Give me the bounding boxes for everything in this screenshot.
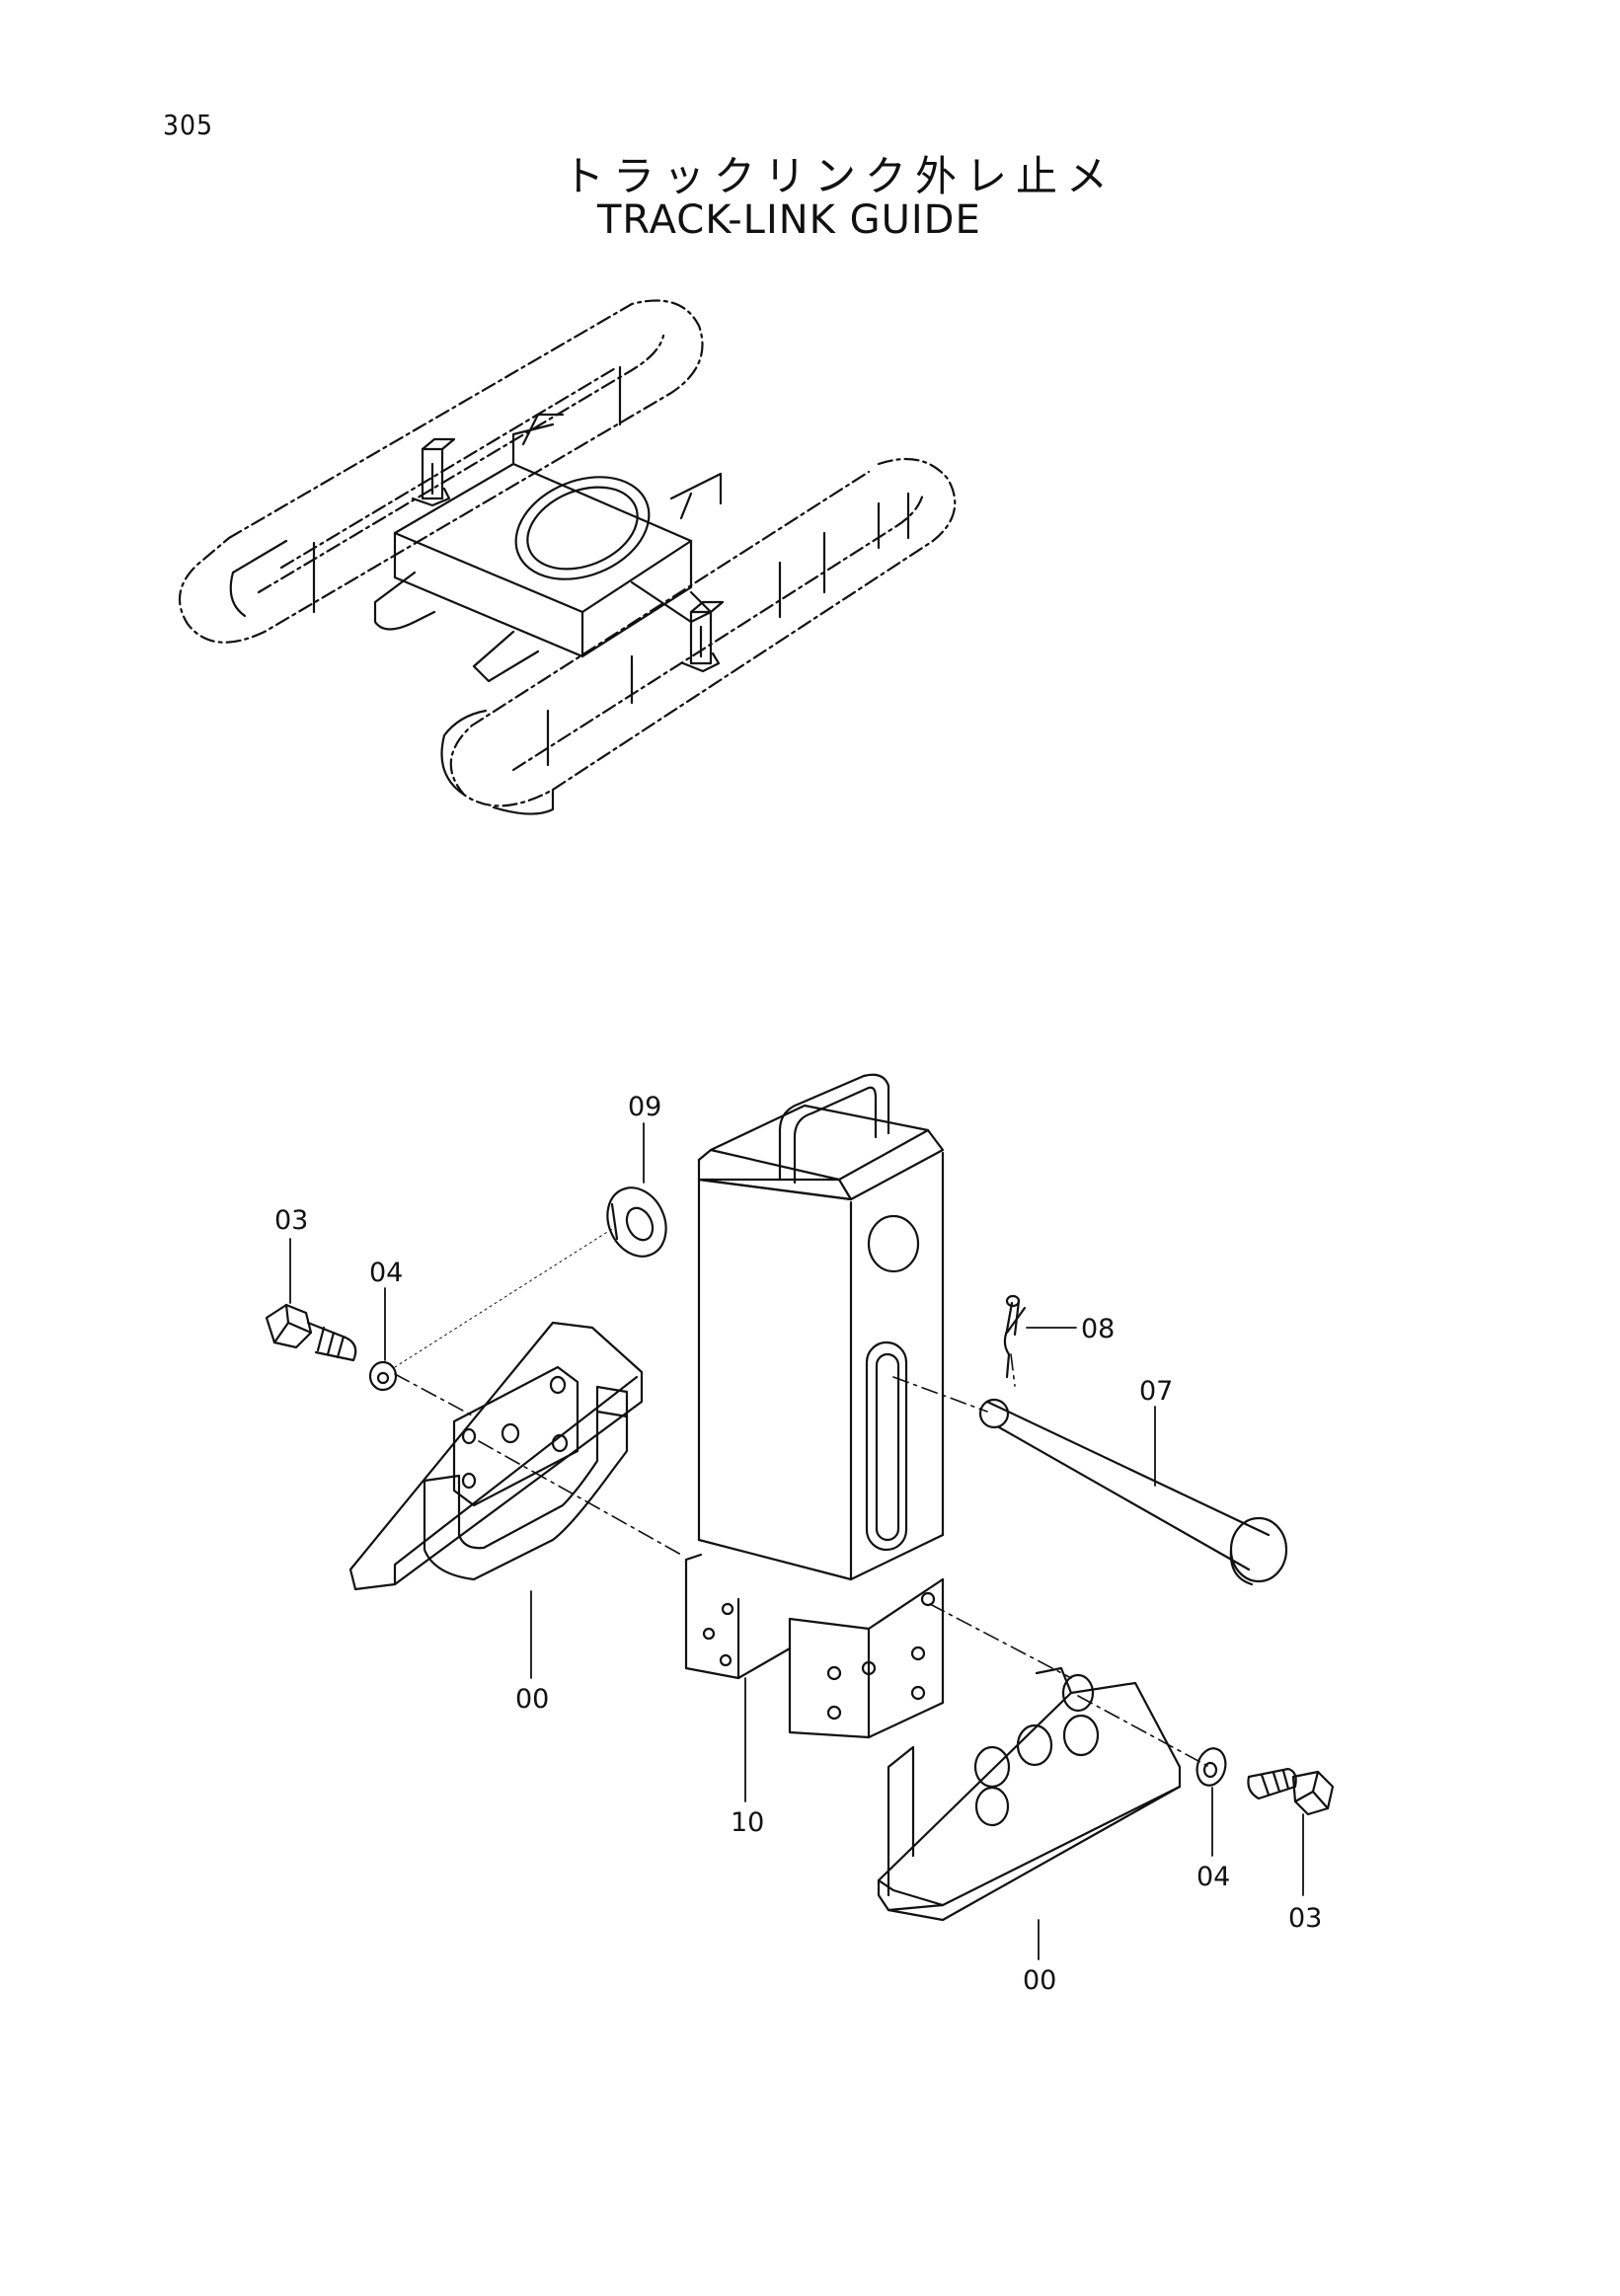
guide-plate-left (348, 1321, 644, 1591)
washer-09-dotted-line (394, 1228, 613, 1368)
callout-03-right: 03 (1288, 1903, 1322, 1934)
callout-04-left: 04 (369, 1258, 403, 1288)
callout-leaders (289, 1122, 1304, 1960)
washer-04-right (1196, 1747, 1227, 1787)
cotter-pin-08 (1003, 1294, 1027, 1379)
left-crawler (178, 299, 704, 644)
bolt-03-left (265, 1303, 357, 1362)
guide-plate-right (877, 1666, 1182, 1922)
callout-09: 09 (628, 1092, 661, 1122)
title-english: TRACK-LINK GUIDE (597, 197, 981, 243)
washer-04-left (368, 1360, 398, 1392)
overview-guide-right (681, 600, 725, 673)
guide-body (684, 1073, 945, 1739)
assembly-lines (394, 1353, 1210, 1768)
callout-00-left: 00 (515, 1684, 549, 1715)
center-frame (373, 413, 723, 683)
callout-04-right: 04 (1196, 1862, 1230, 1892)
pin-07 (978, 1398, 1288, 1586)
undercarriage-overview (178, 299, 957, 815)
washer-09 (606, 1186, 667, 1258)
callout-10: 10 (731, 1807, 764, 1838)
overview-guide-left (411, 437, 456, 507)
page-number: 305 (163, 109, 214, 141)
callout-00-right: 00 (1023, 1965, 1056, 1996)
bolt-03-right (1247, 1767, 1335, 1816)
callout-03-left: 03 (274, 1205, 308, 1236)
callout-08: 08 (1081, 1314, 1115, 1344)
title-japanese: トラックリンク外レ止メ (563, 152, 1118, 200)
callout-07: 07 (1139, 1376, 1173, 1407)
